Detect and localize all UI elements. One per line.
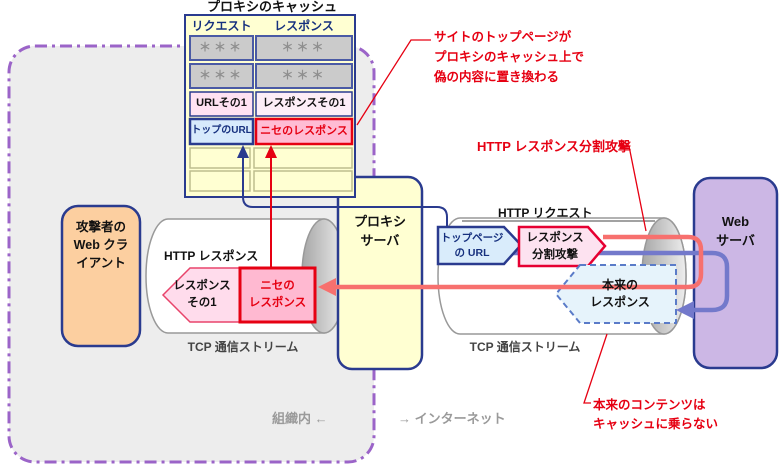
proxy-server-label: プロキシ サーバ xyxy=(353,214,406,248)
cache-cell-resp-2 xyxy=(255,63,353,89)
red-flow-arrowhead xyxy=(318,278,336,296)
cache-row3-request: URLその1 xyxy=(196,97,247,110)
blue-flow-arrowhead xyxy=(676,301,694,319)
cache-row4-request: トップのURL xyxy=(191,125,252,137)
web-server-label: Web サーバ xyxy=(716,214,755,248)
web-server-box xyxy=(692,176,779,370)
url-to-cache-connector xyxy=(242,156,448,226)
top-url-arrow-shape xyxy=(436,225,523,266)
cache-poisoned-leader-line xyxy=(356,39,431,126)
attack-title-leader-line xyxy=(618,145,647,232)
response1-label: レスポンス その1 xyxy=(173,280,231,309)
blue-request-flow-line xyxy=(510,250,730,313)
attacker-client-box xyxy=(60,204,142,348)
cache-cell-empty xyxy=(189,147,251,169)
attack-title-annotation: HTTP レスポンス分割攻撃 xyxy=(477,139,632,154)
split-attack-arrow-shape xyxy=(517,225,607,268)
response1-arrow-shape xyxy=(161,267,241,323)
fake-response-box xyxy=(238,266,317,324)
cache-row2-response: ＊＊＊ xyxy=(281,68,327,83)
cache-poisoned-annotation: サイトのトップページが プロキシのキャッシュ上で 偽の内容に置き換わる xyxy=(434,30,585,84)
http-request-label: HTTP リクエスト xyxy=(498,206,593,220)
cache-cell-req-1 xyxy=(189,35,254,61)
cache-cell-empty xyxy=(189,170,251,192)
red-attack-flow-line xyxy=(336,234,704,290)
top-url-label: トップページ の URL xyxy=(440,231,504,259)
cache-cell-empty xyxy=(253,147,353,169)
proxy-server-box xyxy=(336,175,424,371)
cache-row2-request: ＊＊＊ xyxy=(198,68,244,83)
url-connector-arrowhead xyxy=(237,145,249,158)
cache-col-request: リクエスト xyxy=(191,19,252,34)
cache-col-response: レスポンス xyxy=(274,19,334,34)
cache-row3-response: レスポンスその1 xyxy=(262,97,346,110)
cache-row1-request: ＊＊＊ xyxy=(198,40,244,55)
cache-cell-resp-1 xyxy=(255,35,353,61)
internet-label: → インターネット xyxy=(398,411,506,426)
cache-title: プロキシのキャッシュ xyxy=(206,0,337,15)
cache-cell-url1 xyxy=(189,91,254,117)
cache-cell-response1 xyxy=(255,91,353,117)
cache-row4-response: ニセのレスポンス xyxy=(260,124,348,137)
cache-cell-req-2 xyxy=(189,63,254,89)
inside-org-label: 組織内 ← xyxy=(272,411,328,426)
attacker-client-label: 攻撃者の Web クラ イアント xyxy=(73,219,129,271)
original-response-label: 本来の レスポンス xyxy=(590,277,650,309)
cache-row1-response: ＊＊＊ xyxy=(281,40,327,55)
fake-response-label: ニセの レスポンス xyxy=(248,280,307,309)
cache-cell-top-url xyxy=(188,117,255,146)
not-cached-annotation: 本来のコンテンツは キャッシュに乗らない xyxy=(593,398,719,431)
fake-connector-arrowhead xyxy=(265,145,277,158)
right-tcp-stream-label: TCP 通信ストリーム xyxy=(469,340,581,355)
split-attack-label: レスポンス 分割攻撃 xyxy=(526,232,584,261)
left-tcp-stream-label: TCP 通信ストリーム xyxy=(187,340,299,355)
cache-cell-empty xyxy=(253,170,353,192)
not-cached-leader-line xyxy=(583,333,608,404)
http-response-label: HTTP レスポンス xyxy=(164,249,259,263)
cache-cell-fake-response xyxy=(254,117,354,146)
